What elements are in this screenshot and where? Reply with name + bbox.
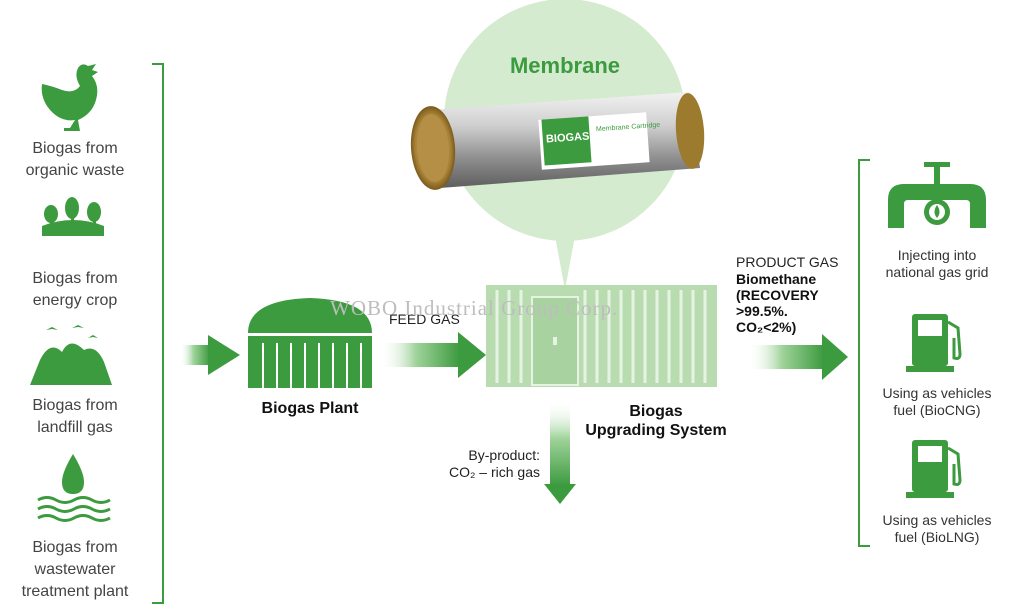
right-bracket — [858, 159, 870, 547]
gas-grid-icon — [888, 162, 986, 228]
arrow-product-gas — [748, 334, 848, 380]
chicken-icon — [41, 64, 98, 131]
output-label-biolng: Using as vehicles fuel (BioLNG) — [882, 512, 992, 545]
feed-gas-label: FEED GAS — [389, 311, 460, 327]
fuel-pump-icon-lng — [906, 440, 962, 498]
watermark: WOBO Industrial Group Corp. — [330, 296, 619, 320]
source-label-text: Biogas from organic waste — [25, 140, 125, 179]
arrow-sources-to-plant — [180, 335, 240, 375]
biogas-plant-label: Biogas Plant — [261, 400, 359, 417]
source-label-text: Biogas from energy crop — [32, 270, 118, 309]
arrow-feed-gas — [380, 332, 486, 378]
water-drop-icon — [37, 454, 111, 522]
byproduct-label: By-product: CO₂ – rich gas — [448, 447, 540, 480]
arrow-byproduct — [544, 400, 576, 504]
landfill-icon — [30, 325, 112, 385]
source-label-text: Biogas from landfill gas — [32, 397, 118, 436]
source-label-landfill-gas: Biogas from landfill gas — [0, 395, 150, 439]
source-label-text: Biogas from wastewater treatment plant — [21, 539, 129, 600]
left-bracket — [152, 63, 164, 604]
output-label-biocng: Using as vehicles fuel (BioCNG) — [882, 385, 992, 418]
membrane-title: Membrane — [509, 53, 621, 78]
product-gas-detail: Biomethane (RECOVERY >99.5%. CO₂<2%) — [736, 271, 819, 335]
fuel-pump-icon-cng — [906, 314, 962, 372]
source-label-energy-crop: Biogas from energy crop — [0, 268, 150, 312]
upgrading-container-icon — [486, 285, 717, 387]
crop-icon — [42, 197, 104, 236]
biogas-plant-icon — [248, 298, 372, 388]
source-label-wastewater: Biogas from wastewater treatment plant — [0, 537, 150, 603]
output-label-gas-grid: Injecting into national gas grid — [885, 247, 989, 280]
source-label-organic-waste: Biogas from organic waste — [0, 138, 150, 182]
membrane-cartridge — [410, 92, 705, 190]
upgrading-system-label: Biogas Upgrading System — [585, 403, 727, 439]
product-gas-title: PRODUCT GAS — [736, 254, 839, 270]
